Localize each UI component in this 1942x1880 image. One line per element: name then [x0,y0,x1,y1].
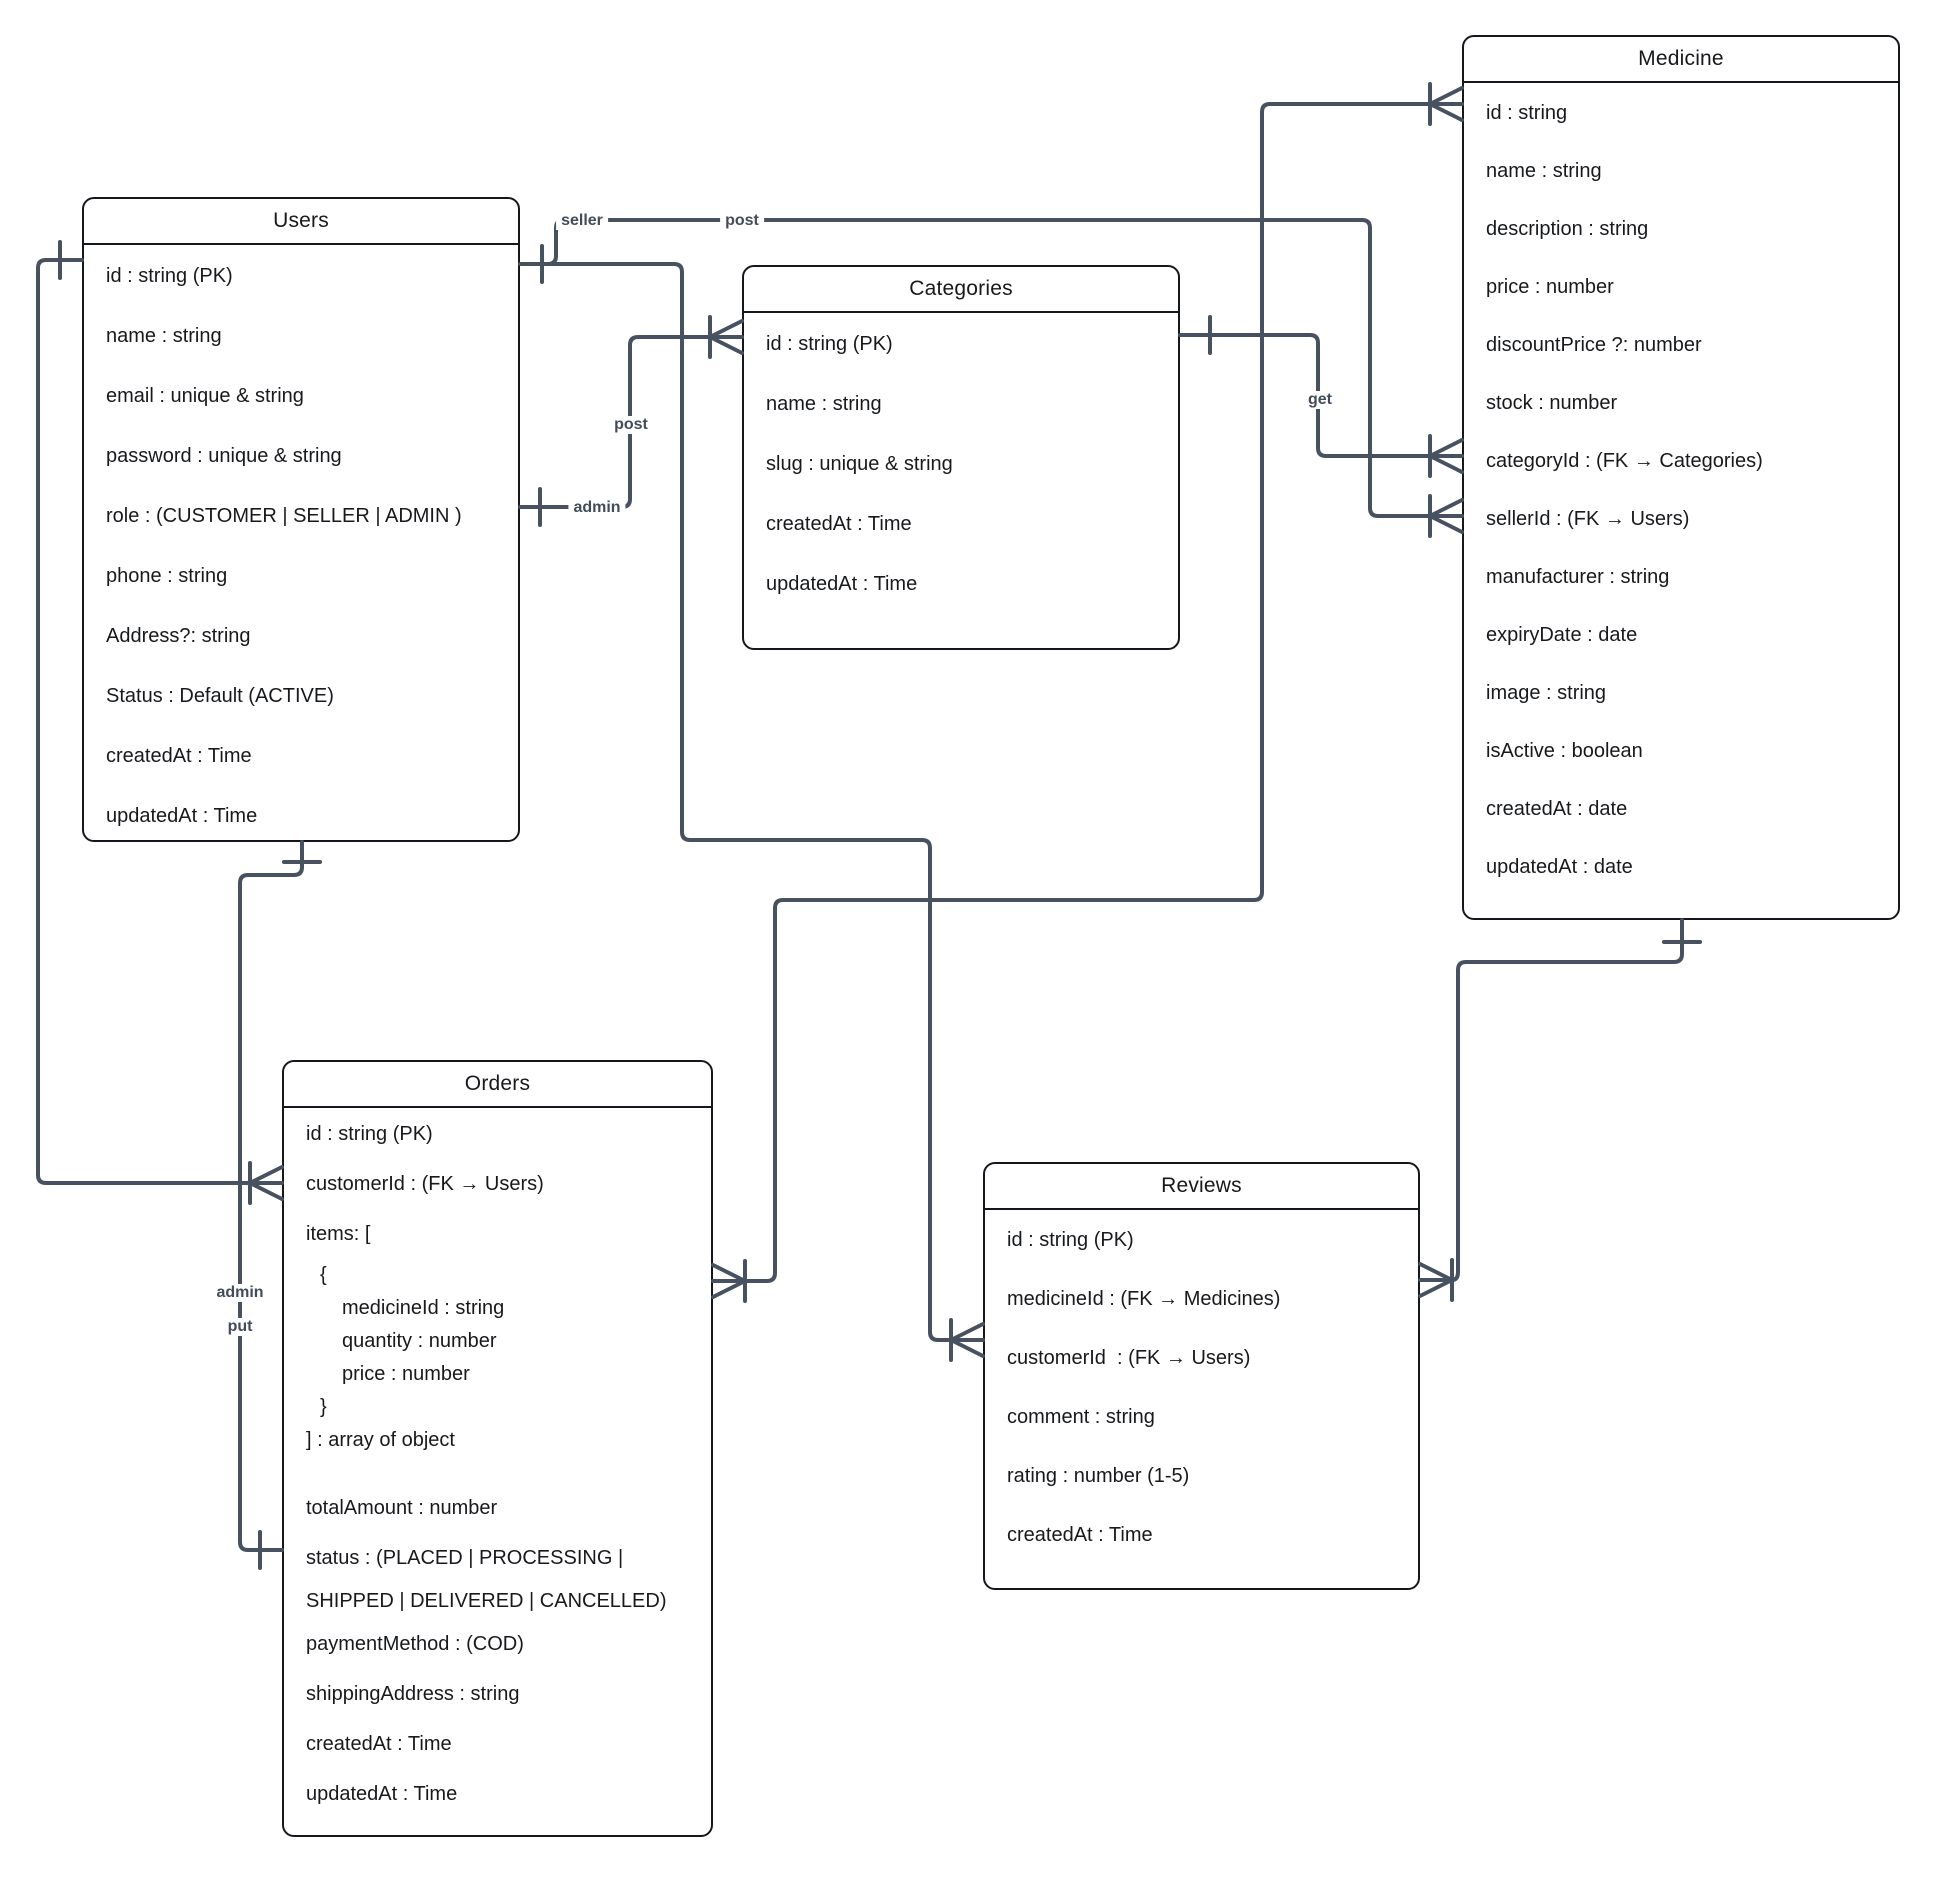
connector-medicine-orders-items[interactable] [711,82,1464,1303]
entity-field: id : string (PK) [766,333,893,355]
entity-orders[interactable]: Orders id : string (PK) customerId : (FK … [282,1060,713,1837]
entity-field: customerId : (FK → Users) [306,1173,544,1195]
entity-field: quantity : number [342,1330,497,1352]
connector-users-orders-status[interactable] [238,840,322,1570]
entity-field: email : unique & string [106,385,304,407]
entity-field: medicineId : string [342,1297,505,1319]
entity-medicine[interactable]: Medicine id : string name : string descrip… [1462,35,1900,920]
entity-categories[interactable]: Categories id : string (PK) name : string… [742,265,1180,650]
entity-users-fields: id : string (PK) name : string email : uni… [84,245,518,846]
entity-field: manufacturer : string [1486,566,1670,588]
entity-field: name : string [1486,160,1602,182]
entity-field: phone : string [106,565,228,587]
entity-field: id : string (PK) [306,1123,433,1145]
connector-label-post-admin: post [609,416,653,434]
entity-field: id : string (PK) [1007,1229,1134,1251]
entity-field: items: [ [306,1223,371,1245]
entity-field: createdAt : Time [766,513,912,535]
entity-field: } [320,1396,327,1418]
entity-field: price : number [1486,276,1614,298]
entity-field: ] : array of object [306,1429,455,1451]
entity-field: categoryId : (FK → Categories) [1486,450,1763,472]
entity-field: createdAt : Time [1007,1524,1153,1546]
entity-field: updatedAt : Time [306,1783,458,1805]
entity-reviews-fields: id : string (PK) medicineId : (FK → Medic… [985,1210,1418,1565]
entity-field: discountPrice ?: number [1486,334,1702,356]
entity-field: rating : number (1-5) [1007,1465,1190,1487]
entity-field: paymentMethod : (COD) [306,1633,524,1655]
entity-field: expiryDate : date [1486,624,1638,646]
connector-label-get: get [1303,391,1337,409]
entity-field: sellerId : (FK → Users) [1486,508,1690,530]
entity-field: updatedAt : date [1486,856,1633,878]
entity-field: createdAt : Time [106,745,252,767]
connector-medicine-reviews-medicineid[interactable] [1418,918,1702,1302]
connector-label-seller: seller [556,212,608,230]
entity-field: { [320,1264,327,1286]
entity-field: slug : unique & string [766,453,953,475]
entity-categories-fields: id : string (PK) name : string slug : uniq… [744,313,1178,614]
entity-field: image : string [1486,682,1607,704]
connector-users-reviews-customerid[interactable] [518,262,985,1362]
entity-field: createdAt : Time [306,1733,452,1755]
entity-field: totalAmount : number [306,1497,498,1519]
entity-field: stock : number [1486,392,1618,414]
entity-field: name : string [106,325,222,347]
connector-users-medicine-sellerid[interactable] [518,218,1464,538]
entity-orders-title: Orders [284,1062,711,1108]
entity-orders-fields: id : string (PK) customerId : (FK → Users… [284,1108,711,1819]
entity-categories-title: Categories [744,267,1178,313]
entity-field: Address?: string [106,625,251,647]
entity-field: shippingAddress : string [306,1683,520,1705]
entity-field: description : string [1486,218,1649,240]
entity-reviews[interactable]: Reviews id : string (PK) medicineId : (FK… [983,1162,1420,1590]
entity-field: updatedAt : Time [766,573,918,595]
entity-field: medicineId : (FK → Medicines) [1007,1288,1281,1310]
connector-label-admin-categories: admin [568,499,626,517]
entity-medicine-title: Medicine [1464,37,1898,83]
entity-field: Status : Default (ACTIVE) [106,685,334,707]
entity-field: createdAt : date [1486,798,1628,820]
entity-field: price : number [342,1363,470,1385]
entity-field: id : string [1486,102,1568,124]
entity-field: SHIPPED | DELIVERED | CANCELLED) [306,1590,667,1612]
entity-users[interactable]: Users id : string (PK) name : string email… [82,197,520,842]
entity-reviews-title: Reviews [985,1164,1418,1210]
entity-users-title: Users [84,199,518,245]
entity-field: id : string (PK) [106,265,233,287]
entity-medicine-fields: id : string name : string description : st… [1464,83,1898,896]
connector-label-post-seller: post [720,212,764,230]
entity-field: name : string [766,393,882,415]
entity-field: status : (PLACED | PROCESSING | [306,1547,624,1569]
connector-users-orders-customerid[interactable] [36,240,284,1205]
entity-field: updatedAt : Time [106,805,258,827]
connector-label-admin-orders: admin [211,1284,269,1302]
connector-label-put: put [222,1318,258,1336]
entity-field: comment : string [1007,1406,1155,1428]
entity-field: role : (CUSTOMER | SELLER | ADMIN ) [106,505,462,527]
entity-field: isActive : boolean [1486,740,1643,762]
entity-field: password : unique & string [106,445,342,467]
entity-field: customerId : (FK → Users) [1007,1347,1251,1369]
